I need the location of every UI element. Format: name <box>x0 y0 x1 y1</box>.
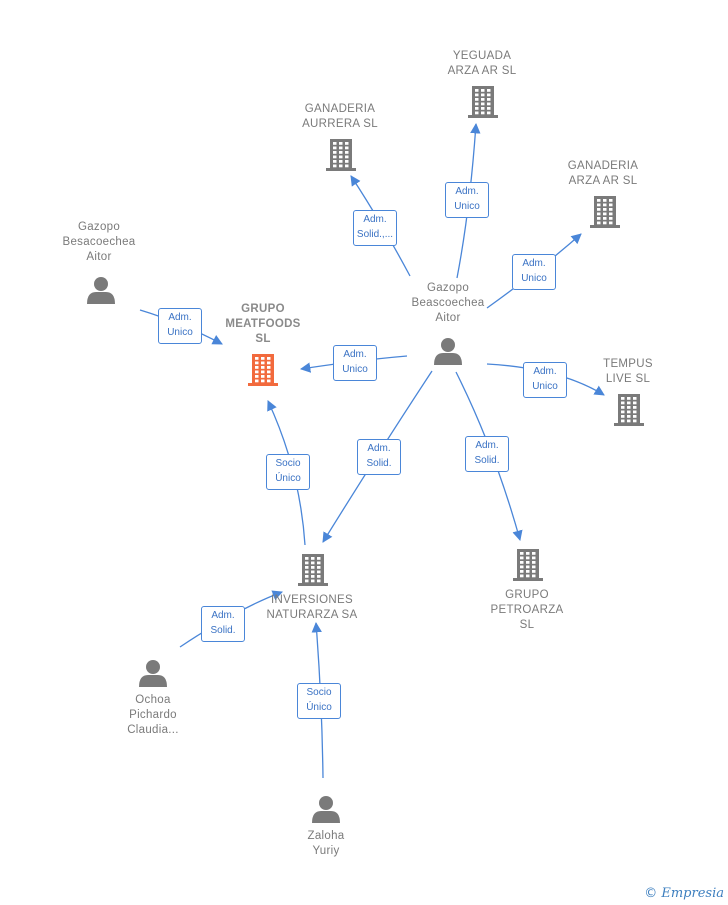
node-label-line: Besacoechea <box>62 236 136 248</box>
node-label-tempus-live[interactable]: TEMPUS LIVE SL <box>588 357 668 387</box>
copyright-symbol: © <box>644 886 658 901</box>
edge-label-gazopo-beascoechea-to-grupo-meatfoods[interactable]: Adm. Unico <box>333 345 377 381</box>
edge-label-line: Socio <box>275 458 301 469</box>
edge-label-ochoa-pichardo-to-inversiones-naturarza[interactable]: Adm. Solid. <box>201 606 245 642</box>
node-label-line: MEATFOODS <box>225 318 301 330</box>
edge-label-line: Adm. <box>522 258 546 269</box>
gazopo-besacoechea-person-icon[interactable] <box>87 277 115 304</box>
ganaderia-aurrera-building-icon[interactable] <box>326 139 356 171</box>
node-label-grupo-petroarza[interactable]: GRUPO PETROARZA SL <box>477 588 577 633</box>
edge-label-gazopo-beascoechea-to-tempus-live[interactable]: Adm. Unico <box>523 362 567 398</box>
tempus-live-building-icon[interactable] <box>614 394 644 426</box>
node-label-line: Gazopo <box>77 221 121 233</box>
node-label-line: NATURARZA SA <box>266 609 358 621</box>
node-label-line: PETROARZA <box>490 604 564 616</box>
node-label-line: AURRERA SL <box>302 118 378 130</box>
edge-label-line: Adm. <box>363 214 387 225</box>
edge-label-gazopo-beascoechea-to-yeguada-arza[interactable]: Adm. Unico <box>445 182 489 218</box>
edge-label-gazopo-beascoechea-to-ganaderia-arza[interactable]: Adm. Unico <box>512 254 556 290</box>
ganaderia-arza-building-icon[interactable] <box>590 196 620 228</box>
node-label-line: Zaloha <box>307 830 345 842</box>
node-label-line: SL <box>255 333 271 345</box>
grupo-meatfoods-building-icon[interactable] <box>248 354 278 386</box>
yeguada-arza-building-icon[interactable] <box>468 86 498 118</box>
node-label-line: Gazopo <box>426 282 470 294</box>
grupo-petroarza-building-icon[interactable] <box>513 549 543 581</box>
edge-label-line: Único <box>275 473 301 484</box>
node-label-line: Ochoa <box>135 694 171 706</box>
node-label-line: GRUPO <box>505 589 549 601</box>
edge-label-line: Unico <box>532 381 558 392</box>
edge-label-line: Adm. <box>533 366 557 377</box>
node-label-ganaderia-arza[interactable]: GANADERIA ARZA AR SL <box>543 159 663 189</box>
node-label-inversiones-naturarza[interactable]: INVERSIONES NATURARZA SA <box>252 593 372 623</box>
node-label-line: Beascoechea <box>411 297 485 309</box>
ochoa-pichardo-person-icon[interactable] <box>139 660 167 687</box>
edge-label-line: Adm. <box>475 440 499 451</box>
edge-label-line: Solid. <box>210 625 236 636</box>
node-label-ganaderia-aurrera[interactable]: GANADERIA AURRERA SL <box>280 102 400 132</box>
node-label-yeguada-arza[interactable]: YEGUADA ARZA AR SL <box>422 49 542 79</box>
edge-label-line: Adm. <box>367 443 391 454</box>
edge-label-line: Adm. <box>343 349 367 360</box>
edge-label-line: Solid.,... <box>356 229 394 240</box>
edge-label-gazopo-beascoechea-to-inversiones-naturarza[interactable]: Adm. Solid. <box>357 439 401 475</box>
edge-label-line: Adm. <box>168 312 192 323</box>
node-label-line: GRUPO <box>241 303 285 315</box>
node-label-line: YEGUADA <box>452 50 512 62</box>
node-label-line: Aitor <box>435 312 461 324</box>
node-label-line: LIVE SL <box>605 373 651 385</box>
edge-label-line: Socio <box>306 687 332 698</box>
edge-label-line: Unico <box>454 201 480 212</box>
node-label-line: Aitor <box>86 251 112 263</box>
zaloha-yuriy-person-icon[interactable] <box>312 796 340 823</box>
node-label-line: SL <box>519 619 535 631</box>
edge-label-line: Adm. <box>211 610 235 621</box>
edge-label-gazopo-beascoechea-to-ganaderia-aurrera[interactable]: Adm. Solid.,... <box>353 210 397 246</box>
inversiones-naturarza-building-icon[interactable] <box>298 554 328 586</box>
edge-label-line: Único <box>306 702 332 713</box>
node-label-line: GANADERIA <box>567 160 639 172</box>
edge-label-line: Unico <box>521 273 547 284</box>
edge-label-line: Unico <box>167 327 193 338</box>
empresia-brand[interactable]: © Empresia <box>644 886 724 901</box>
edge-label-gazopo-beascoechea-to-grupo-petroarza[interactable]: Adm. Solid. <box>465 436 509 472</box>
edge-label-gazopo-besacoechea-to-grupo-meatfoods[interactable]: Adm. Unico <box>158 308 202 344</box>
node-label-line: Yuriy <box>312 845 340 857</box>
node-label-line: ARZA AR SL <box>447 65 517 77</box>
edge-label-line: Solid. <box>474 455 500 466</box>
node-label-line: INVERSIONES <box>271 594 353 606</box>
node-label-grupo-meatfoods[interactable]: GRUPO MEATFOODS SL <box>208 302 318 347</box>
node-label-line: Claudia... <box>127 724 179 736</box>
gazopo-beascoechea-person-icon[interactable] <box>434 338 462 365</box>
node-label-line: GANADERIA <box>304 103 376 115</box>
node-label-line: ARZA AR SL <box>568 175 638 187</box>
edge-label-line: Unico <box>342 364 368 375</box>
node-label-line: TEMPUS <box>603 358 653 370</box>
edge-label-line: Adm. <box>455 186 479 197</box>
brand-name: Empresia <box>661 886 724 901</box>
edge-label-line: Solid. <box>366 458 392 469</box>
node-label-line: Pichardo <box>129 709 177 721</box>
